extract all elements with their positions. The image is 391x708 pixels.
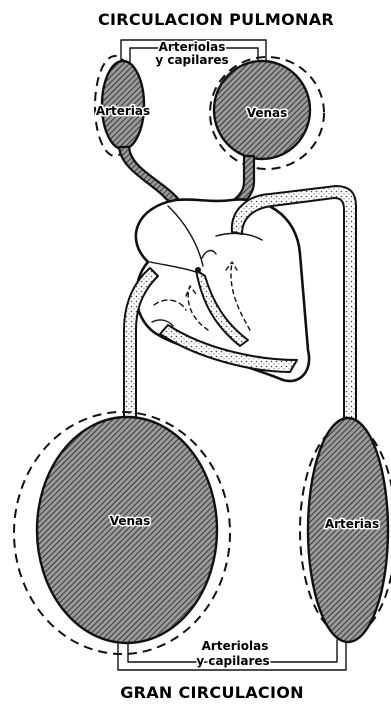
systemic-capillaries-label-line2: y capilares: [196, 654, 269, 668]
heart-center-dot: [195, 267, 201, 273]
pulmonary-capillaries-label-line2: y capilares: [155, 53, 228, 67]
heart: [136, 199, 309, 381]
systemic-circulation-title: GRAN CIRCULACION: [120, 683, 304, 702]
systemic-veins-reservoir: [37, 417, 217, 643]
systemic-capillaries-label-line1: Arteriolas: [202, 639, 269, 653]
pulmonary-circulation-title: CIRCULACION PULMONAR: [98, 10, 334, 29]
systemic-veins-label: Venas: [110, 514, 151, 528]
pulmonary-arteries-label: Arterias: [96, 104, 150, 118]
systemic-arteries-label: Arterias: [325, 517, 379, 531]
pulmonary-capillaries-label-line1: Arteriolas: [159, 40, 226, 54]
pulmonary-veins-label: Venas: [247, 106, 288, 120]
